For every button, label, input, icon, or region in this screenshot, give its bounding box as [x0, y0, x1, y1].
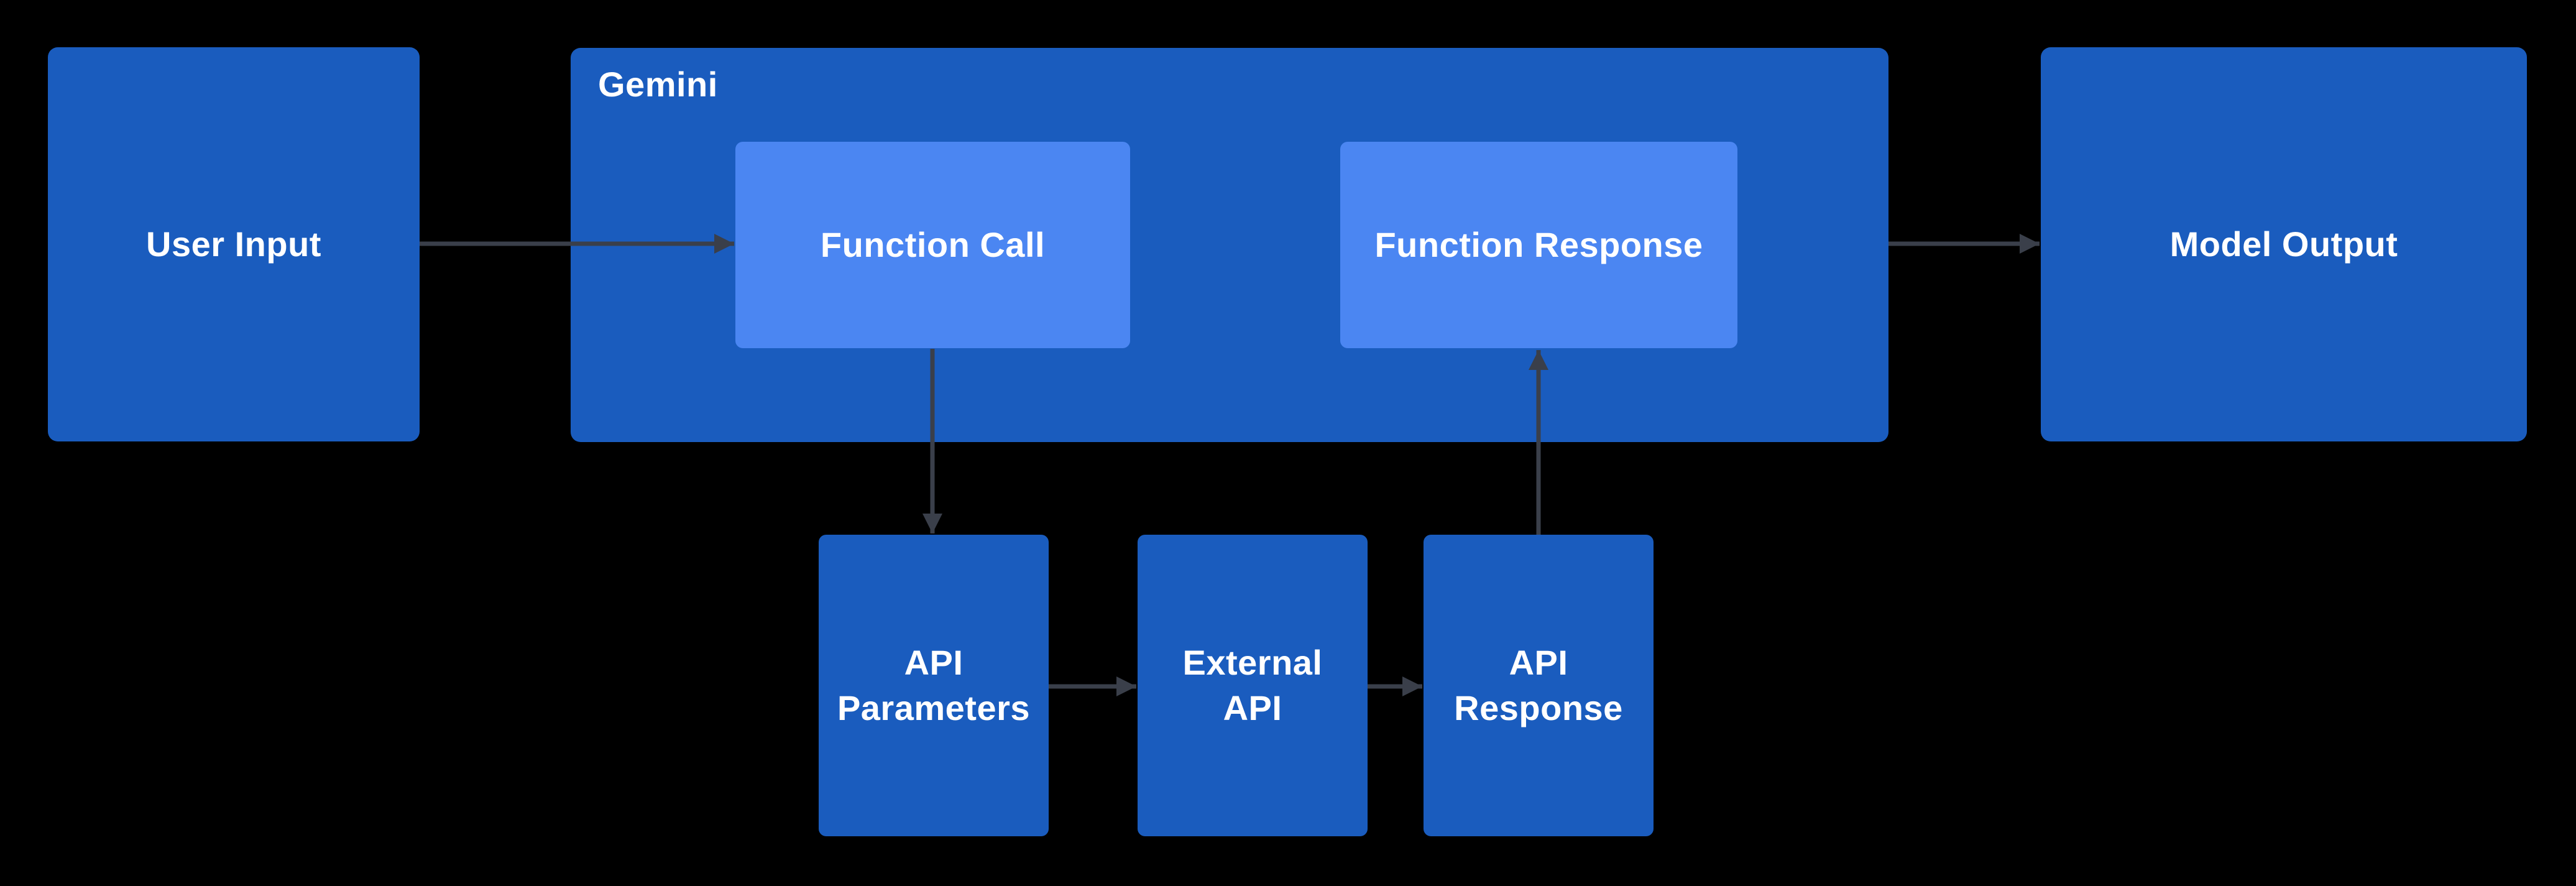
node-function-response: Function Response	[1340, 142, 1737, 348]
node-user-input: User Input	[48, 47, 420, 441]
node-model-output: Model Output	[2041, 47, 2527, 441]
node-external-api: External API	[1138, 535, 1368, 836]
node-api-parameters: API Parameters	[819, 535, 1049, 836]
node-model-output-label: Model Output	[2169, 224, 2398, 264]
node-api-parameters-label: API Parameters	[837, 642, 1031, 727]
node-function-response-label: Function Response	[1374, 224, 1703, 264]
node-api-response-label: API Response	[1454, 642, 1623, 727]
node-api-response: API Response	[1424, 535, 1654, 836]
node-function-call: Function Call	[735, 142, 1130, 348]
container-gemini: Gemini Function Call Function Response	[571, 48, 1888, 442]
node-user-input-label: User Input	[146, 224, 321, 264]
container-gemini-label: Gemini	[598, 65, 718, 104]
node-function-call-label: Function Call	[820, 224, 1046, 264]
node-external-api-label: External API	[1182, 642, 1323, 727]
